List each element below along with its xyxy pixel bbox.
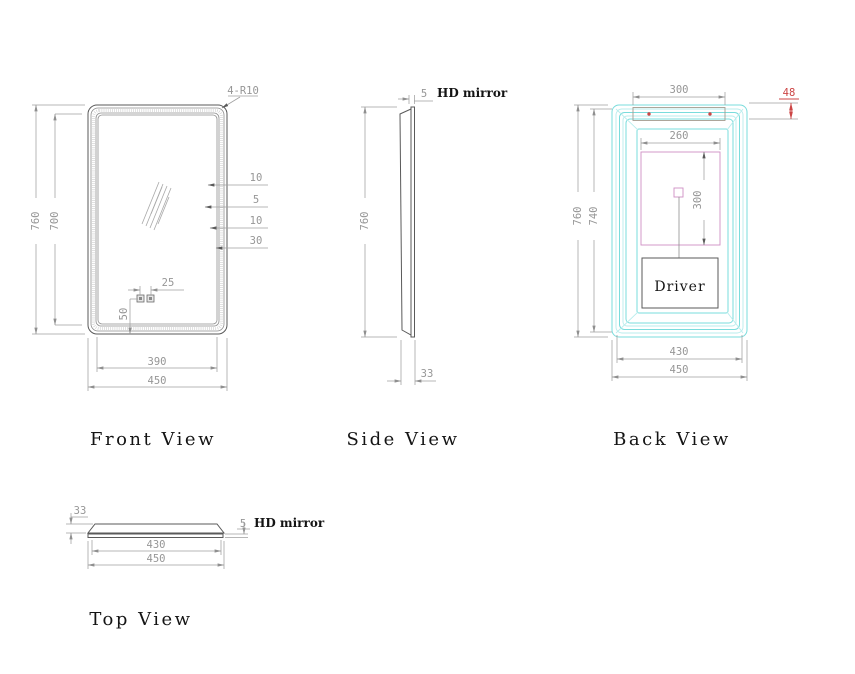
side-view: 5 HD mirror 760 33 Side View <box>347 86 508 450</box>
hd-mirror-label: HD mirror <box>437 86 508 100</box>
side-depth: 33 <box>421 368 434 380</box>
glass-reflection-hatch <box>141 181 172 231</box>
driver-box: Driver <box>641 257 719 309</box>
side-dim-5: 5 HD mirror <box>398 86 508 104</box>
touch-button-glyph <box>149 297 152 300</box>
front-mirror-width: 390 <box>148 356 167 368</box>
front-dim-25: 25 <box>128 277 184 295</box>
front-dim-760: 760 <box>30 104 85 335</box>
front-corner-callout: 4-R10 <box>227 85 259 97</box>
top-housing-profile <box>86 523 226 534</box>
mounting-bracket <box>632 107 726 121</box>
back-frame-line-3 <box>619 112 740 330</box>
bracket-screw-hole <box>647 112 651 116</box>
front-dim-450: 450 <box>87 338 228 391</box>
back-dim-430: 430 <box>616 335 743 363</box>
bracket-screw-hole <box>708 112 712 116</box>
top-view-title: Top View <box>89 609 192 630</box>
top-dim-5: 5 HD mirror <box>225 516 325 538</box>
front-frame-line-2 <box>90 107 225 332</box>
back-dim-740: 740 <box>588 108 612 333</box>
back-heater-height: 300 <box>692 191 704 210</box>
back-dim-48: 48 <box>749 87 799 120</box>
back-dim-260: 260 <box>640 130 721 150</box>
back-dim-300-vertical: 300 <box>692 151 706 246</box>
side-mirror-thickness: 5 <box>421 88 427 100</box>
front-band-margin: 30 <box>250 235 263 247</box>
corner-radius-callout: 4-R10 <box>221 85 259 109</box>
back-outer-width: 450 <box>670 364 689 376</box>
side-height: 760 <box>359 212 371 231</box>
side-view-title: Side View <box>347 429 460 450</box>
top-mirror-thickness: 5 <box>240 518 246 530</box>
back-outer-frame <box>611 104 748 338</box>
side-mirror-glass <box>410 106 415 338</box>
back-inner-width: 430 <box>670 346 689 358</box>
heater-pad <box>640 151 721 258</box>
back-corner-miters <box>615 108 744 334</box>
back-bracket-width: 300 <box>670 84 689 96</box>
driver-label: Driver <box>654 279 705 295</box>
back-outer-height: 760 <box>572 207 584 226</box>
back-view-title: Back View <box>613 429 731 450</box>
front-view: 4-R10 760 700 10 5 10 30 <box>30 85 268 450</box>
back-bracket-drop: 48 <box>783 87 796 99</box>
top-dim-450: 450 <box>87 541 225 569</box>
back-dim-760: 760 <box>572 104 608 338</box>
touch-button-glyph <box>139 297 142 300</box>
front-outer-frame <box>87 104 228 335</box>
side-dim-760: 760 <box>359 106 397 338</box>
front-outer-height: 760 <box>30 212 42 231</box>
heater-connector <box>673 187 684 198</box>
back-view: 300 48 260 300 <box>572 84 799 450</box>
front-view-title: Front View <box>90 429 216 450</box>
top-mirror-glass <box>87 533 224 538</box>
front-band-gap: 5 <box>253 194 259 206</box>
front-button-offset: 50 <box>118 308 130 321</box>
touch-sensor-buttons <box>136 294 155 303</box>
back-dim-300-top: 300 <box>632 84 726 105</box>
top-depth: 33 <box>74 505 87 517</box>
front-dim-700: 700 <box>49 113 82 326</box>
front-band-dims: 10 5 10 30 <box>204 172 268 250</box>
back-frame-line-5 <box>625 118 734 324</box>
top-inner-width: 430 <box>147 539 166 551</box>
front-band-outer: 10 <box>250 172 263 184</box>
hd-mirror-label: HD mirror <box>254 516 325 530</box>
back-dim-450: 450 <box>611 340 748 381</box>
back-inner-height: 740 <box>588 207 600 226</box>
back-frame-line-2 <box>615 108 744 334</box>
front-dim-390: 390 <box>96 337 218 372</box>
front-mirror-edge <box>97 114 218 325</box>
side-dim-33: 33 <box>387 340 436 385</box>
front-frame-line-3 <box>95 112 220 327</box>
back-recess-panel <box>636 128 729 314</box>
top-dim-33: 33 <box>66 505 93 544</box>
back-frame-line-4 <box>622 115 737 327</box>
front-outer-width: 450 <box>148 375 167 387</box>
front-band-led: 10 <box>250 215 263 227</box>
top-outer-width: 450 <box>147 553 166 565</box>
side-housing-profile <box>399 108 412 336</box>
front-button-spacing: 25 <box>162 277 175 289</box>
front-inner-height: 700 <box>49 212 61 231</box>
top-dim-430: 430 <box>91 539 222 555</box>
top-view: 33 5 HD mirror 430 450 Top View <box>66 505 325 630</box>
back-heater-width: 260 <box>670 130 689 142</box>
front-dim-50: 50 <box>118 298 138 335</box>
